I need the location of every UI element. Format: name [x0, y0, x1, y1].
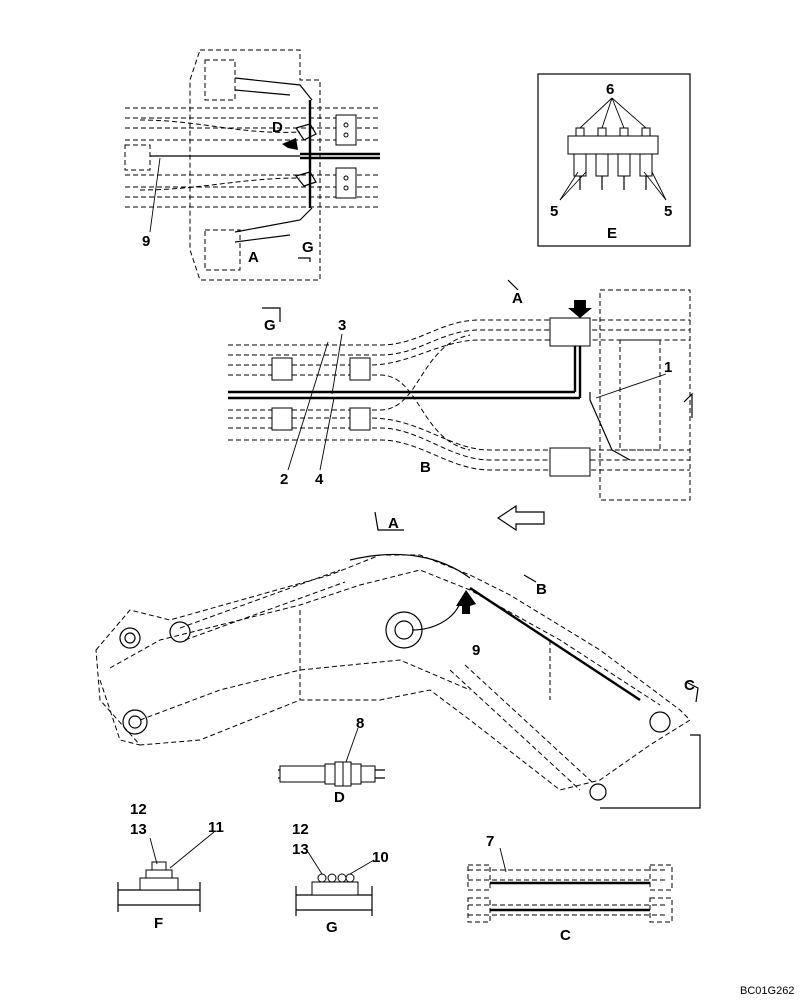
callout-12-f: 12	[130, 801, 147, 818]
view-e-drawing	[537, 73, 691, 247]
callout-9-boom: 9	[472, 642, 480, 659]
boom-assembly-drawing	[95, 511, 701, 809]
callout-10: 10	[372, 849, 389, 866]
section-marker-c-boom: C	[684, 677, 695, 694]
view-a-title: A	[248, 249, 259, 266]
callout-7: 7	[486, 833, 494, 850]
view-g-title: G	[326, 919, 338, 936]
callout-6: 6	[606, 81, 614, 98]
callout-2: 2	[280, 471, 288, 488]
view-d-drawing	[278, 727, 385, 787]
view-c-drawing	[467, 847, 673, 923]
view-b-drawing	[228, 279, 693, 501]
callout-4: 4	[315, 471, 324, 488]
section-marker-a-boom: A	[388, 515, 399, 532]
callout-1: 1	[664, 359, 672, 376]
callout-13-f: 13	[130, 821, 147, 838]
section-marker-g-mid: G	[264, 317, 276, 334]
direction-arrow-icon	[496, 504, 545, 532]
view-a-drawing	[124, 49, 380, 281]
drawing-code: BC01G262	[740, 985, 794, 997]
view-e-title: E	[607, 225, 617, 242]
view-f-title: F	[154, 915, 163, 932]
leader-9-view-a	[149, 157, 161, 233]
section-marker-g-top: G	[302, 239, 314, 256]
leader-3	[331, 333, 343, 395]
callout-5-right: 5	[664, 203, 672, 220]
view-b-title: B	[420, 459, 431, 476]
callout-8: 8	[356, 715, 364, 732]
view-c-title: C	[560, 927, 571, 944]
callout-11: 11	[208, 819, 224, 836]
view-g-drawing	[295, 851, 375, 916]
view-d-title: D	[334, 789, 345, 806]
leader-2	[287, 341, 329, 471]
view-f-drawing	[117, 831, 215, 912]
section-marker-a-mid: A	[512, 290, 523, 307]
callout-5-left: 5	[550, 203, 558, 220]
callout-12-g: 12	[292, 821, 309, 838]
callout-13-g: 13	[292, 841, 309, 858]
section-marker-b-boom: B	[536, 581, 547, 598]
callout-9-view-a: 9	[142, 233, 150, 250]
leader-1	[595, 373, 667, 399]
leader-4	[319, 397, 335, 471]
callout-3: 3	[338, 317, 346, 334]
section-marker-d: D	[272, 119, 283, 136]
